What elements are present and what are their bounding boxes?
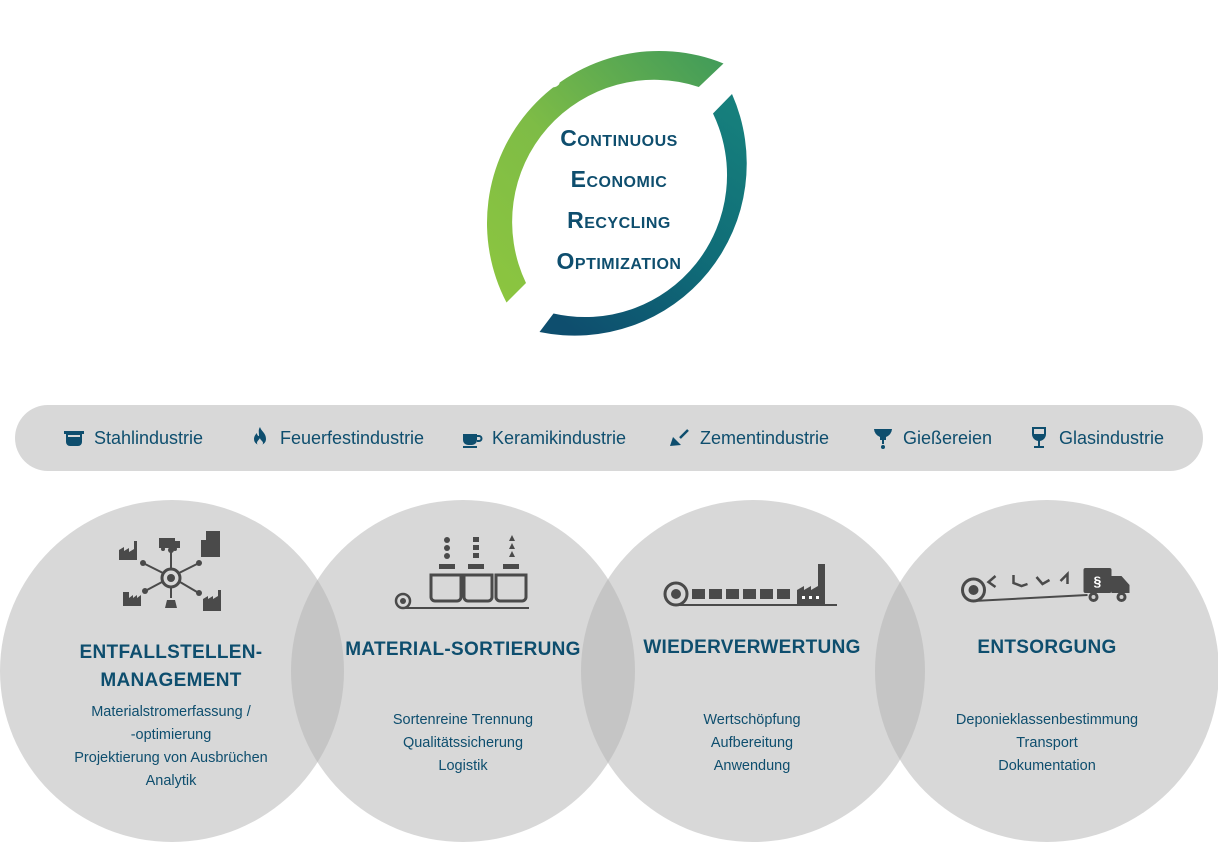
stage-title: Entsorgung [977,637,1117,658]
process-stages: Entfallstellen- management Materialstrom… [0,500,1218,842]
industry-label: Zementindustrie [700,427,830,448]
stage-details: Materialstromerfassung / -optimierung Pr… [21,701,321,793]
stage-details: Sortenreine Trennung Qualitätssicherung … [313,709,613,778]
stage-circle [291,500,635,842]
industry-item: Gießereien [871,423,992,453]
stage-title-line2: management [100,670,242,691]
stage-detail: Projektierung von Ausbrüchen [74,750,268,766]
stage-detail: Aufbereitung [710,735,794,751]
cycle-title-line: Optimization [556,248,682,274]
stage-detail: Analytik [145,773,197,789]
stage-detail: -optimierung [130,727,212,743]
stage-detail: Transport [1016,735,1078,751]
disposal-truck-icon: § [961,568,1130,603]
stage-detail: Deponieklassenbestimmung [955,712,1139,728]
stage-detail: Logistik [438,758,488,774]
stage-detail: Anwendung [713,758,791,774]
cycle-title: Continuous Economic Recycling Optimizati… [494,118,744,282]
industry-label: Feuerfestindustrie [280,427,425,448]
industry-item: Keramikindustrie [460,423,626,453]
industry-bar: Stahlindustrie Feuerfestindustrie Kerami… [15,405,1203,471]
cycle-diagram: Beratung Konzeption [444,30,794,380]
trowel-icon [670,429,689,446]
cycle-title-line: Economic [570,166,668,192]
cycle-title-line: Recycling [567,207,671,233]
industry-item: Zementindustrie [668,423,829,453]
flame-icon [254,427,266,446]
stage-title: Wiederverwertung [643,637,861,658]
stage-detail: Sortenreine Trennung [392,712,534,728]
stage-details: Deponieklassenbestimmung Transport Dokum… [897,709,1197,778]
stage-material-sortierung: Material-Sortierung Sortenreine Trennung… [313,500,613,842]
arc-green [486,50,724,303]
stage-wiederverwertung: Wiederverwertung Wertschöpfung Aufbereit… [602,500,902,842]
sorting-bins-icon [394,535,529,610]
cycle-ring: Beratung Konzeption [480,50,766,346]
svg-text:§: § [1094,573,1102,589]
wine-glass-icon [1032,427,1046,448]
stage-entsorgung: § Entsorgung Deponieklassenbestimmung Tr… [897,500,1197,842]
cup-icon [463,434,483,448]
stage-detail: Wertschöpfung [703,712,801,728]
arc-teal [539,94,747,336]
industry-label: Glasindustrie [1059,427,1165,448]
conveyor-factory-icon [663,564,837,607]
industry-label: Stahlindustrie [94,427,204,448]
casting-icon [874,429,892,449]
stage-title: Entfallstellen- [79,642,263,663]
stage-detail: Dokumentation [998,758,1096,774]
stage-circle [581,500,925,842]
industry-item: Glasindustrie [1027,423,1164,453]
stage-detail: Materialstromerfassung / [91,704,251,720]
network-hub-icon [119,531,221,611]
steel-ladle-icon [64,431,84,446]
stage-detail: Qualitätssicherung [402,735,524,751]
industry-label: Gießereien [903,427,993,448]
stage-entfallstellen: Entfallstellen- management Materialstrom… [21,500,321,842]
stage-details: Wertschöpfung Aufbereitung Anwendung [602,709,902,778]
stage-title: Material-Sortierung [345,639,581,660]
cycle-title-line: Continuous [560,125,678,151]
industry-item: Feuerfestindustrie [248,423,424,453]
industry-label: Keramikindustrie [492,427,627,448]
stage-circle [875,500,1218,842]
industry-item: Stahlindustrie [62,423,203,453]
